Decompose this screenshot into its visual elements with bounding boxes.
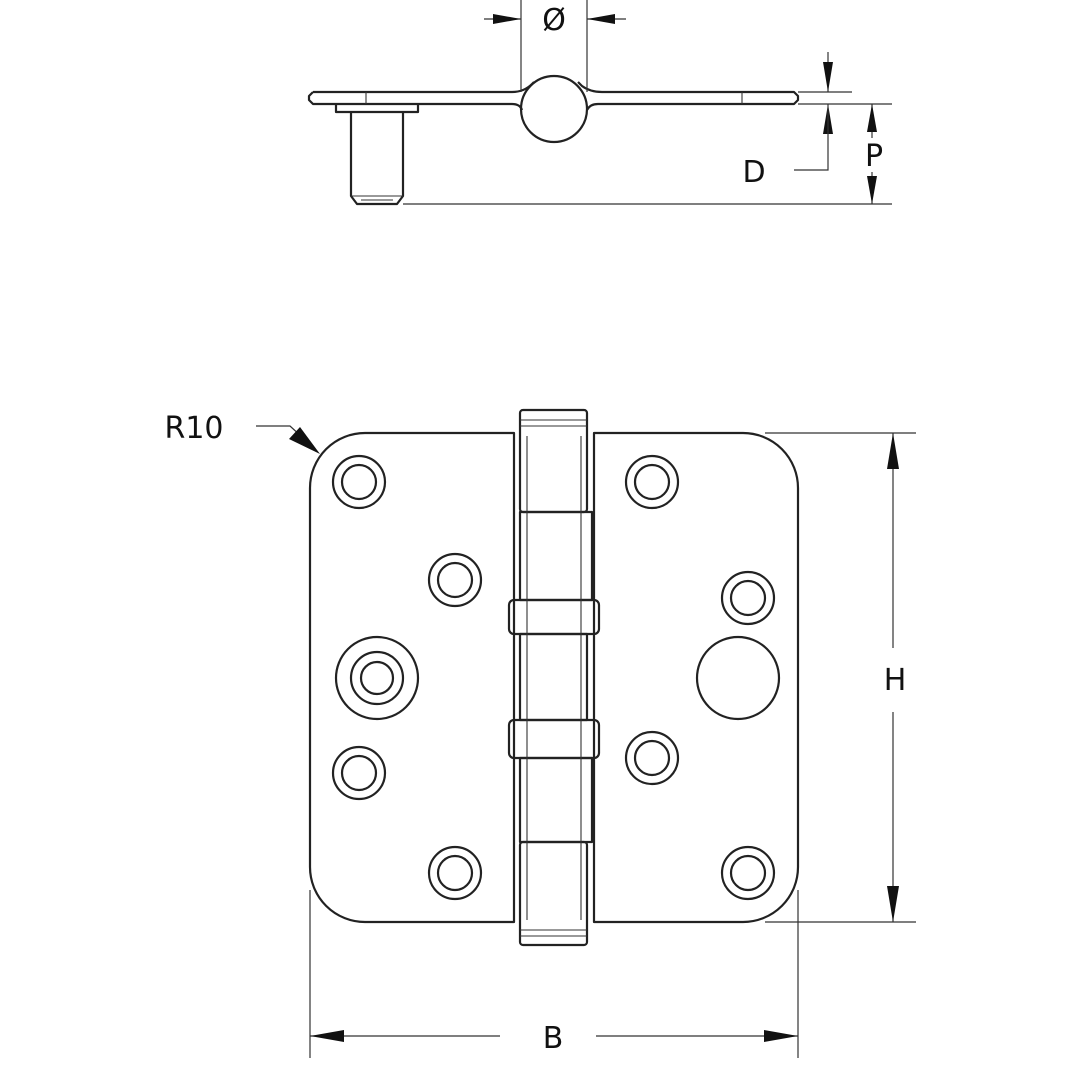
height-dimension: H — [765, 432, 916, 923]
right-leaf-edge — [577, 81, 800, 111]
pin-projection-label: P — [865, 139, 883, 174]
pin-stud — [349, 112, 405, 206]
screw-hole — [624, 730, 680, 786]
knuckle-circle — [519, 74, 589, 144]
screw-hole — [624, 454, 680, 510]
knuckle-top — [518, 408, 589, 514]
hinge-top-view — [307, 74, 800, 206]
right-leaf — [592, 431, 800, 924]
knuckle-middle — [518, 632, 589, 722]
screw-hole — [331, 454, 387, 510]
screw-hole — [331, 745, 387, 801]
security-stud-receiver — [695, 635, 781, 721]
pin-washer — [334, 104, 420, 114]
bearing-ring-upper — [507, 598, 601, 636]
diameter-label: Ø — [542, 3, 566, 38]
left-leaf — [308, 431, 516, 924]
height-label: H — [884, 663, 907, 698]
thickness-label: D — [742, 155, 765, 190]
hinge-front-view — [308, 408, 800, 947]
thickness-dimension: D — [742, 52, 892, 190]
knuckle-bottom — [518, 840, 589, 947]
corner-radius-label: R10 — [164, 411, 223, 446]
right-leaf-holes — [624, 454, 781, 901]
screw-hole — [720, 845, 776, 901]
width-label: B — [543, 1021, 564, 1056]
security-stud-hole — [334, 635, 420, 721]
left-leaf-edge — [307, 81, 535, 111]
screw-hole — [720, 570, 776, 626]
pin-projection-dimension: P — [403, 104, 892, 205]
diameter-dimension: Ø — [484, 0, 626, 92]
width-dimension: B — [309, 890, 799, 1058]
screw-hole — [427, 552, 483, 608]
left-leaf-holes — [331, 454, 483, 901]
bearing-ring-lower — [507, 718, 601, 760]
knuckle-stack — [507, 408, 601, 947]
screw-hole — [427, 845, 483, 901]
corner-radius-callout: R10 — [164, 411, 320, 454]
